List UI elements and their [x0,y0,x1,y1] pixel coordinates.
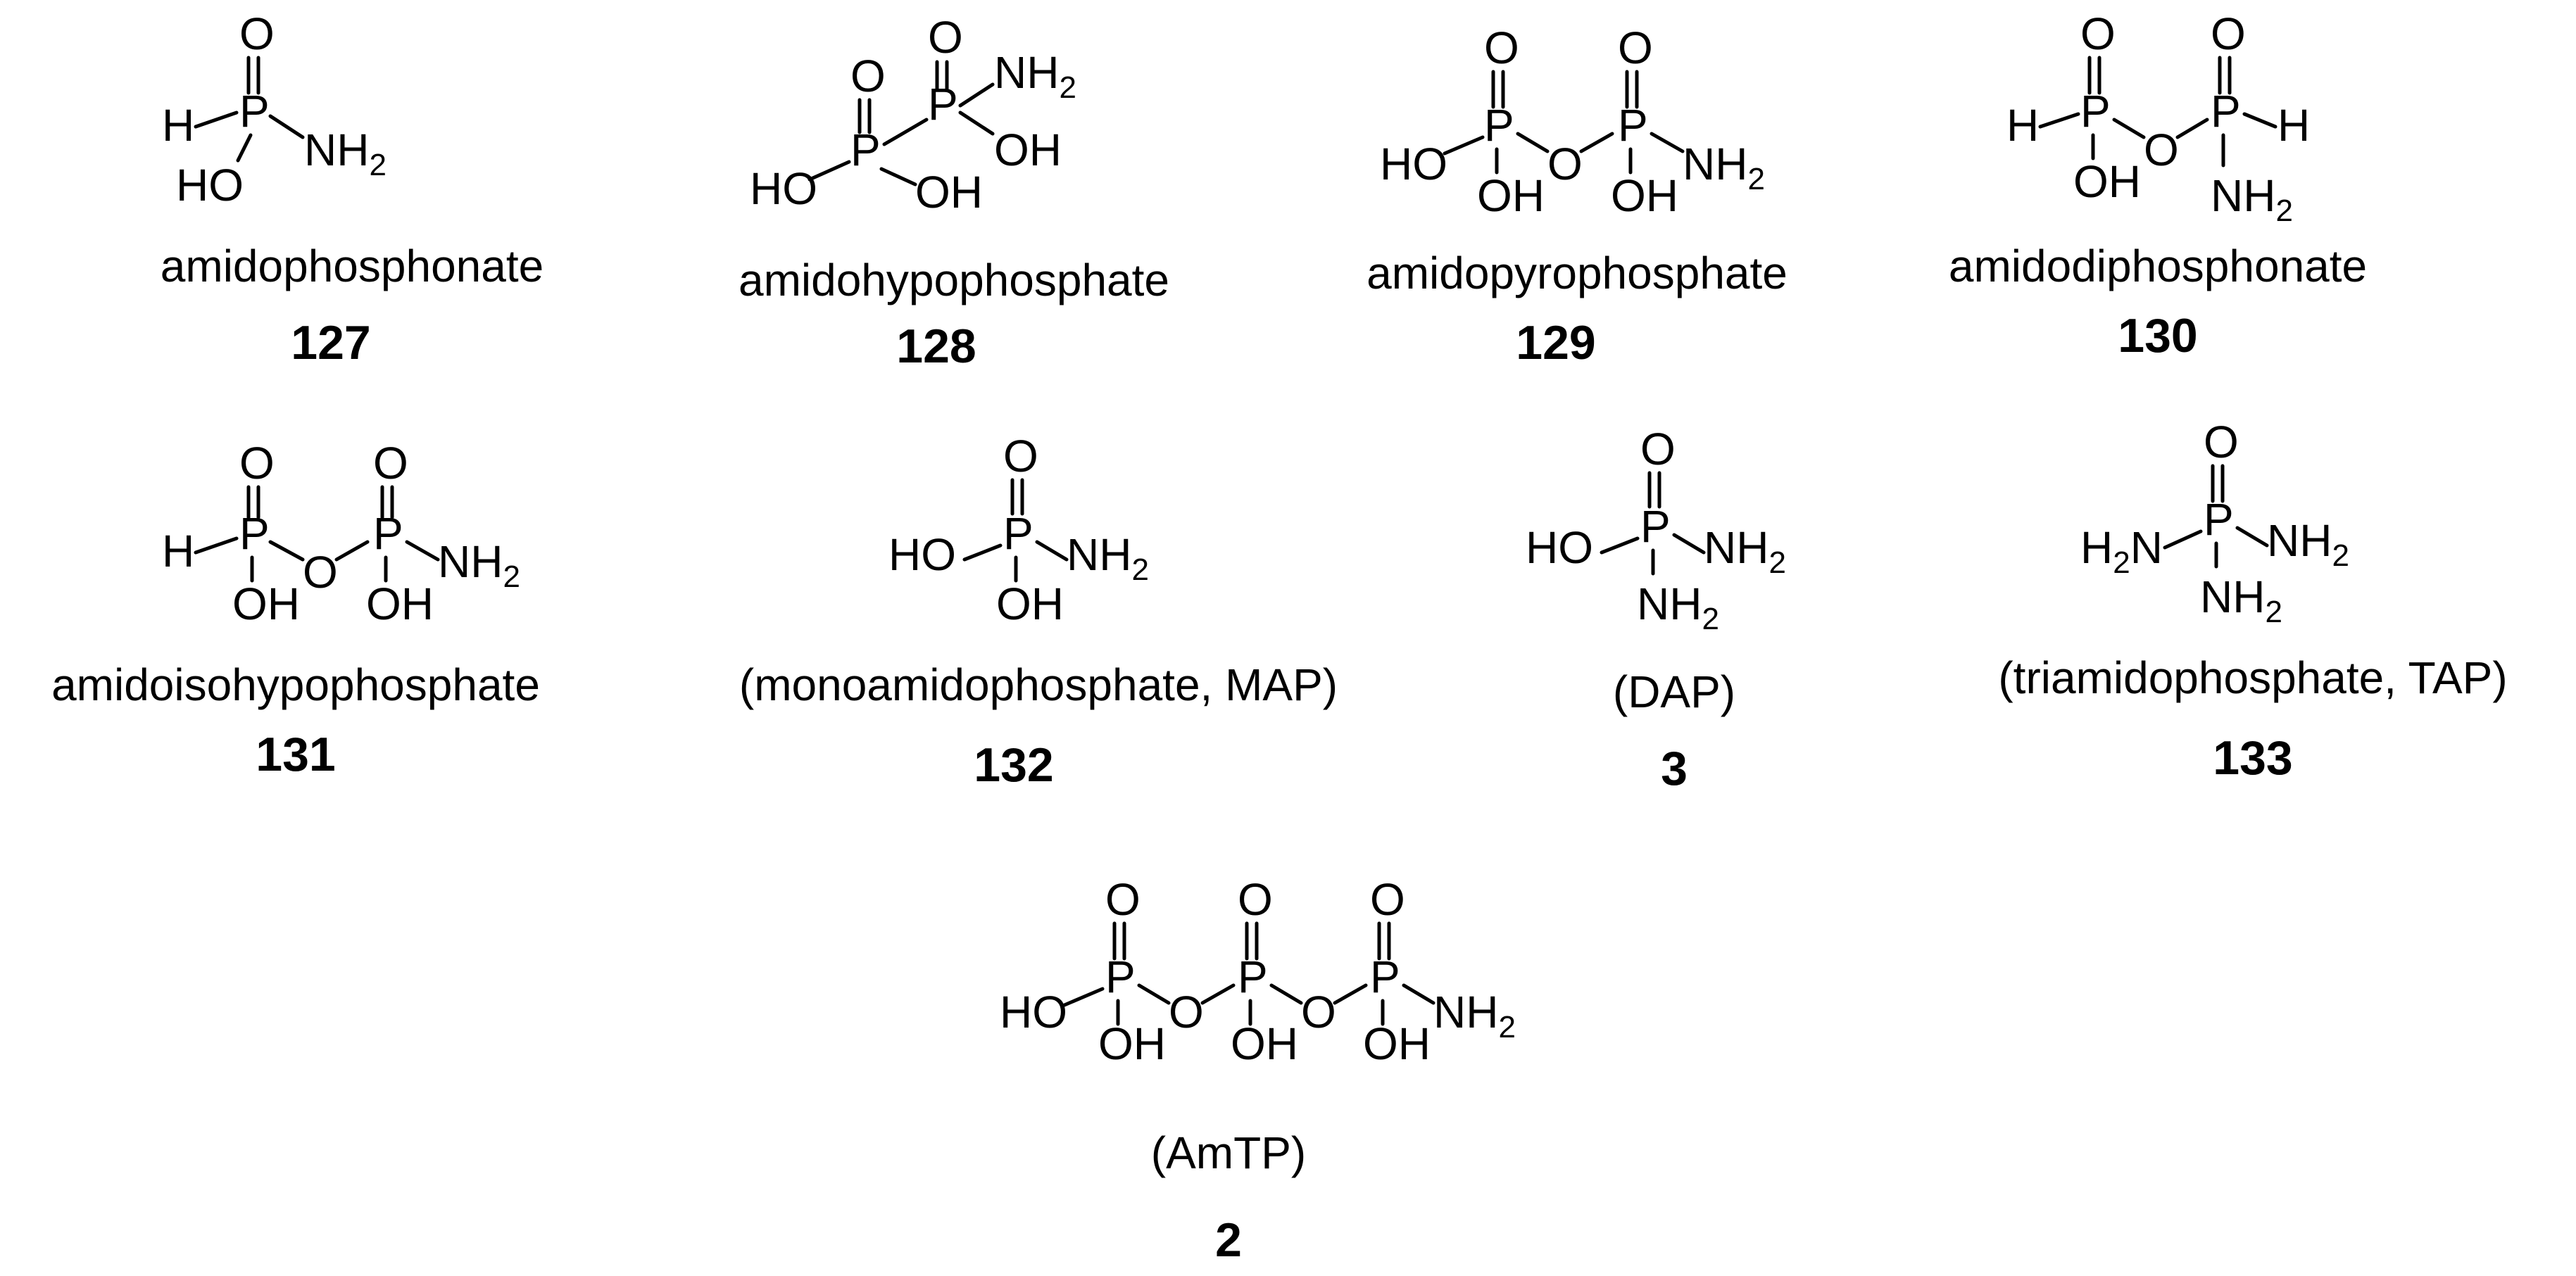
atom-nh2: NH2 [994,47,1076,105]
atom-h: H [2277,100,2310,151]
compound-name: amidophosphonate [161,241,544,291]
atom-p: P [928,79,958,130]
atom-o: O [1484,23,1519,73]
atom-o: O [373,438,408,488]
atom-o: O [1370,874,1405,925]
structure-132: O P HO NH2 OH (monoamidophosphate, MAP) … [739,431,1338,792]
atom-o-bridge: O [1301,987,1336,1037]
compound-name: (triamidophosphate, TAP) [1998,652,2507,703]
atom-nh2: NH2 [1637,579,1719,636]
compound-number: 132 [974,738,1053,792]
structure-130: O P H OH O O P H NH2 amidodiphosphonate … [1949,8,2367,362]
atom-oh: OH [915,167,983,217]
atom-nh2: NH2 [2267,515,2349,573]
compound-number: 2 [1215,1213,1242,1267]
atom-ho: HO [176,160,244,210]
structure-128: O P NH2 OH O P HO OH amidohypophosphate … [739,12,1169,373]
atom-oh: OH [1363,1018,1431,1069]
atom-oh: OH [1611,170,1678,221]
compound-number: 129 [1516,316,1595,369]
compound-number: 127 [291,316,370,369]
atom-oh: OH [232,579,300,629]
atom-ho: HO [1380,139,1447,189]
atom-p: P [1370,952,1400,1002]
structure-2: O P HO OH O O P OH O O P OH NH2 (AmTP) 2 [1000,874,1516,1267]
atom-oh: OH [1477,170,1545,221]
atom-o: O [850,51,886,101]
atom-o-bridge: O [1169,987,1204,1037]
atom-o: O [928,12,963,63]
structure-127: O P H NH2 HO amidophosphonate 127 [161,8,544,369]
atom-h: H [2006,100,2039,151]
compound-name: (DAP) [1613,667,1735,717]
compound-name: amidoisohypophosphate [51,659,540,710]
compound-name: (AmTP) [1151,1127,1306,1178]
atom-p: P [1640,501,1671,552]
atom-ho: HO [1000,987,1067,1037]
structure-133: O P H2N NH2 NH2 (triamidophosphate, TAP)… [1998,417,2507,785]
compound-number: 128 [896,320,976,373]
atom-nh2: NH2 [438,536,520,594]
atom-oh: OH [996,579,1064,629]
atom-nh2: NH2 [1433,987,1516,1044]
atom-p: P [373,508,403,559]
atom-o: O [1238,874,1273,925]
atom-nh2: NH2 [1683,139,1765,196]
compound-number: 3 [1661,742,1688,795]
atom-o: O [1640,424,1676,474]
structure-3: O P HO NH2 NH2 (DAP) 3 [1526,424,1786,795]
atom-o: O [239,438,275,488]
compound-name: amidodiphosphonate [1949,241,2367,291]
atom-o: O [1618,23,1653,73]
compound-name: amidopyrophosphate [1366,248,1788,298]
atom-h2n: H2N [2080,522,2163,580]
atom-ho: HO [888,529,956,580]
structure-131: O P H OH O O P OH NH2 amidoisohypophosph… [51,438,540,781]
atom-p: P [1238,952,1268,1002]
atom-o: O [1003,431,1038,481]
atom-p: P [2080,86,2111,137]
atom-nh2: NH2 [1704,522,1786,580]
atom-nh2: NH2 [2200,571,2282,629]
atom-p: P [2204,494,2234,545]
compound-name: amidohypophosphate [739,255,1169,305]
atom-nh2: NH2 [2211,170,2293,228]
atom-p: P [2211,86,2241,137]
atom-oh: OH [994,125,1062,175]
atom-p: P [239,508,270,559]
atom-p: P [1105,952,1136,1002]
compound-name: (monoamidophosphate, MAP) [739,659,1338,710]
atom-nh2: NH2 [1067,529,1149,587]
atom-o-bridge: O [1547,139,1583,189]
atom-o: O [1105,874,1141,925]
atom-o: O [2080,8,2116,59]
atom-o: O [239,8,275,59]
atom-o: O [2204,417,2239,467]
atom-oh: OH [1098,1018,1166,1069]
atom-p: P [1003,508,1033,559]
atom-h: H [162,526,194,576]
atom-ho: HO [1526,522,1593,573]
compound-number: 133 [2213,731,2292,785]
atom-p: P [239,86,270,137]
atom-oh: OH [1231,1018,1298,1069]
atom-o: O [2211,8,2246,59]
atom-o-bridge: O [2144,125,2179,175]
atom-oh: OH [2073,156,2141,207]
atom-p: P [850,125,881,175]
atom-h: H [162,100,194,151]
structure-129: O P HO OH O O P OH NH2 amidopyrophosphat… [1366,23,1788,369]
atom-nh2: NH2 [304,125,387,182]
compound-number: 130 [2118,309,2197,362]
atom-o-bridge: O [303,547,338,598]
atom-oh: OH [366,579,434,629]
compound-number: 131 [256,728,335,781]
atom-p: P [1484,100,1514,151]
atom-ho: HO [750,163,817,214]
atom-p: P [1618,100,1648,151]
